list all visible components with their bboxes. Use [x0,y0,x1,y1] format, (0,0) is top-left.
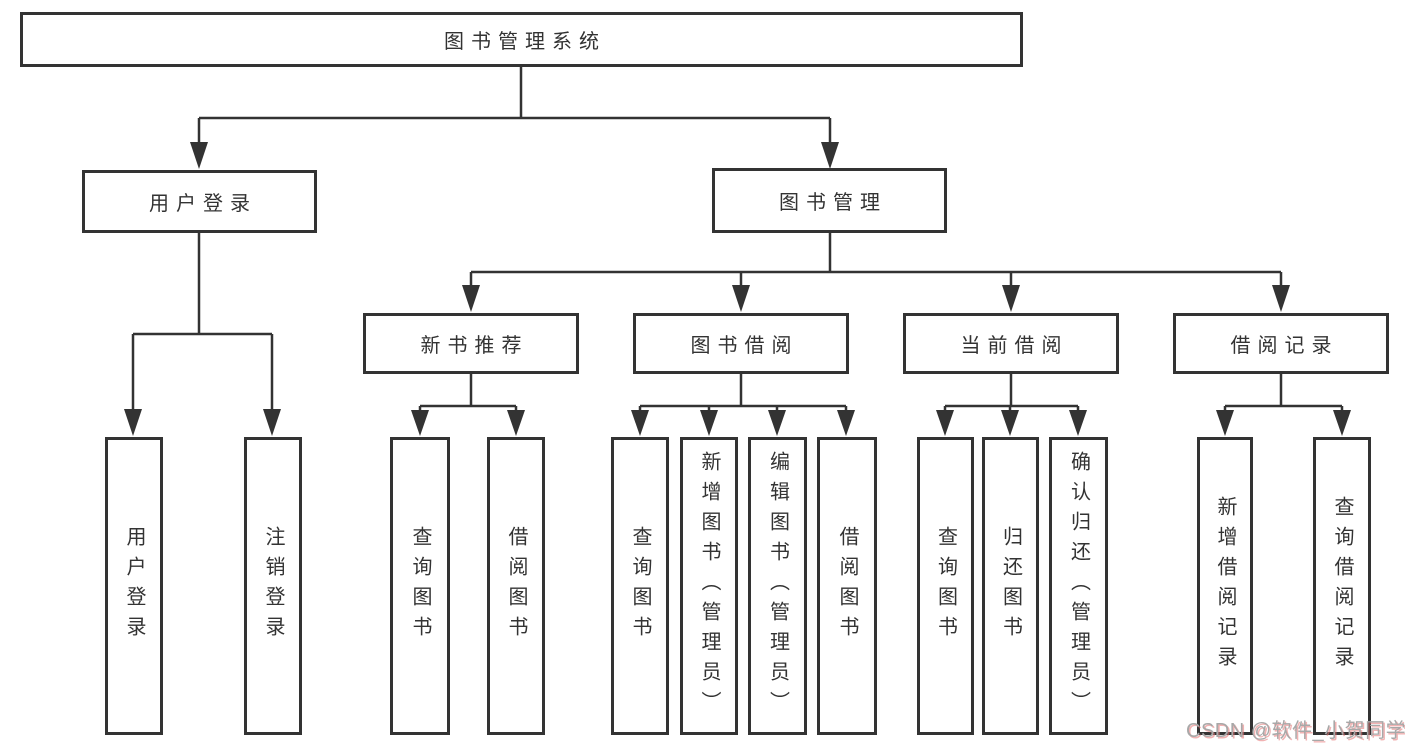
node-label: 图书管理 [779,192,887,214]
leaf-edit-books-admin: 编辑图书（管理员） [748,437,807,735]
leaf-borrow-books-recommend: 借阅图书 [487,437,545,735]
node-label: 用户登录 [149,193,257,215]
node-library-management-system: 图书管理系统 [20,12,1023,67]
node-user-login: 用户登录 [82,170,317,233]
leaf-label: 编辑图书（管理员） [766,451,789,721]
leaf-confirm-return-admin: 确认归还（管理员） [1049,437,1108,735]
leaf-label: 归还图书 [999,526,1022,646]
leaf-add-books-admin: 新增图书（管理员） [680,437,738,735]
leaf-add-borrow-record: 新增借阅记录 [1197,437,1253,735]
node-label: 图书借阅 [690,335,799,357]
leaf-label: 新增借阅记录 [1214,496,1236,676]
leaf-query-books-recommend: 查询图书 [390,437,450,735]
leaf-query-books-current: 查询图书 [917,437,974,735]
node-label: 当前借阅 [960,335,1069,357]
node-label: 图书管理系统 [444,31,606,53]
leaf-logout: 注销登录 [244,437,302,735]
leaf-label: 注销登录 [262,526,284,646]
leaf-label: 用户登录 [123,526,145,646]
leaf-label: 查询借阅记录 [1331,496,1353,676]
leaf-label: 新增图书（管理员） [698,451,720,721]
node-book-management: 图书管理 [712,168,947,233]
leaf-label: 借阅图书 [505,526,527,646]
leaf-label: 查询图书 [629,526,651,646]
leaf-label: 查询图书 [409,526,431,646]
leaf-query-books-borrow: 查询图书 [611,437,669,735]
leaf-user-login: 用户登录 [105,437,163,735]
leaf-label: 借阅图书 [836,526,858,646]
leaf-return-books: 归还图书 [982,437,1039,735]
node-new-book-recommend: 新书推荐 [363,313,579,374]
node-current-borrow: 当前借阅 [903,313,1119,374]
node-label: 新书推荐 [420,335,529,357]
node-label: 借阅记录 [1230,335,1339,357]
node-borrow-records: 借阅记录 [1173,313,1389,374]
leaf-label: 查询图书 [934,526,957,646]
leaf-borrow-books: 借阅图书 [817,437,877,735]
leaf-query-borrow-record: 查询借阅记录 [1313,437,1371,735]
node-book-borrow: 图书借阅 [633,313,849,374]
leaf-label: 确认归还（管理员） [1067,451,1090,721]
csdn-watermark: CSDN @软件_小贺同学 [1186,720,1405,742]
